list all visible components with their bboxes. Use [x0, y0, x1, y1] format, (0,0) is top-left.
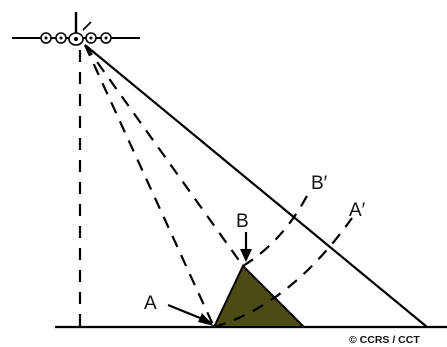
slant-range-b	[84, 44, 244, 267]
terrain-object	[212, 264, 307, 328]
range-arc-a	[213, 217, 353, 329]
credit-text: © CCRS / CCT	[349, 334, 420, 346]
slant-range-a	[83, 44, 216, 328]
far-range-line	[84, 44, 428, 328]
label-b: B	[236, 211, 249, 232]
range-arc-b	[242, 189, 311, 267]
label-a: A	[144, 293, 157, 314]
pointer-a-head	[198, 313, 214, 326]
label-a-prime: A′	[349, 200, 366, 221]
pointer-b-head	[240, 249, 252, 262]
label-b-prime: B′	[311, 173, 328, 194]
aircraft-icon	[12, 12, 140, 46]
